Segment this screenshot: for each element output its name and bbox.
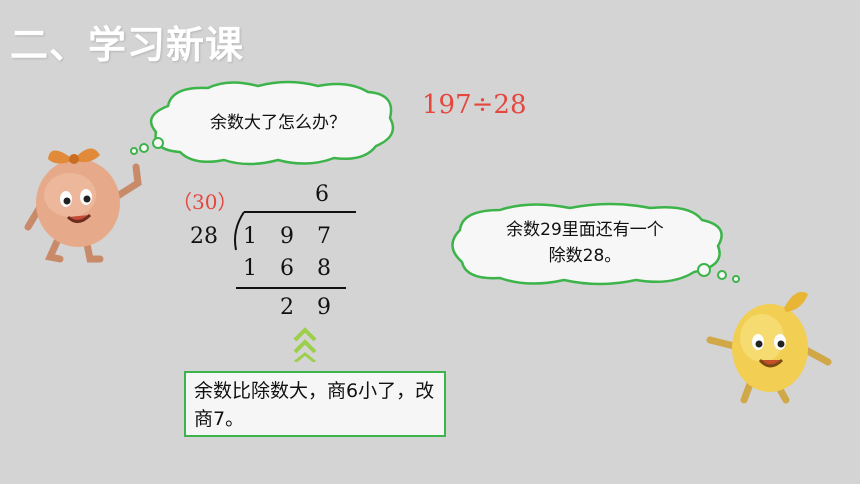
- thought-bubble-right: [451, 202, 723, 286]
- divisor: 28: [190, 224, 218, 249]
- problem-expression: 197÷28: [422, 90, 527, 120]
- dividend-digit: 9: [280, 224, 294, 249]
- thought-bubble-left: [130, 80, 395, 166]
- potato-mascot-icon: [706, 291, 832, 404]
- quotient-estimate: （30）: [172, 190, 238, 214]
- product-digit: 6: [280, 256, 294, 281]
- product-digit: 1: [243, 256, 257, 281]
- dividend-digit: 7: [317, 224, 331, 249]
- quotient-digit: 6: [315, 182, 329, 207]
- bubble-right-text: 余数29里面还有一个 除数28。: [470, 217, 700, 269]
- explanation-note: 余数比除数大，商6小了，改商7。: [184, 371, 446, 437]
- product-digit: 8: [317, 256, 331, 281]
- division-bracket: [234, 211, 356, 289]
- dividend-digit: 1: [243, 224, 257, 249]
- thought-dots-right: [697, 263, 740, 283]
- page-title: 二、学习新课: [10, 23, 245, 67]
- remainder-digit: 2: [280, 295, 294, 320]
- bubble-right-line2: 除数28。: [548, 246, 622, 266]
- remainder-digit: 9: [317, 295, 331, 320]
- double-chevron-up-icon: [293, 327, 317, 362]
- bubble-left-text: 余数大了怎么办？: [210, 113, 346, 133]
- bubble-right-line1: 余数29里面还有一个: [506, 220, 664, 240]
- peach-mascot-icon: [24, 148, 142, 263]
